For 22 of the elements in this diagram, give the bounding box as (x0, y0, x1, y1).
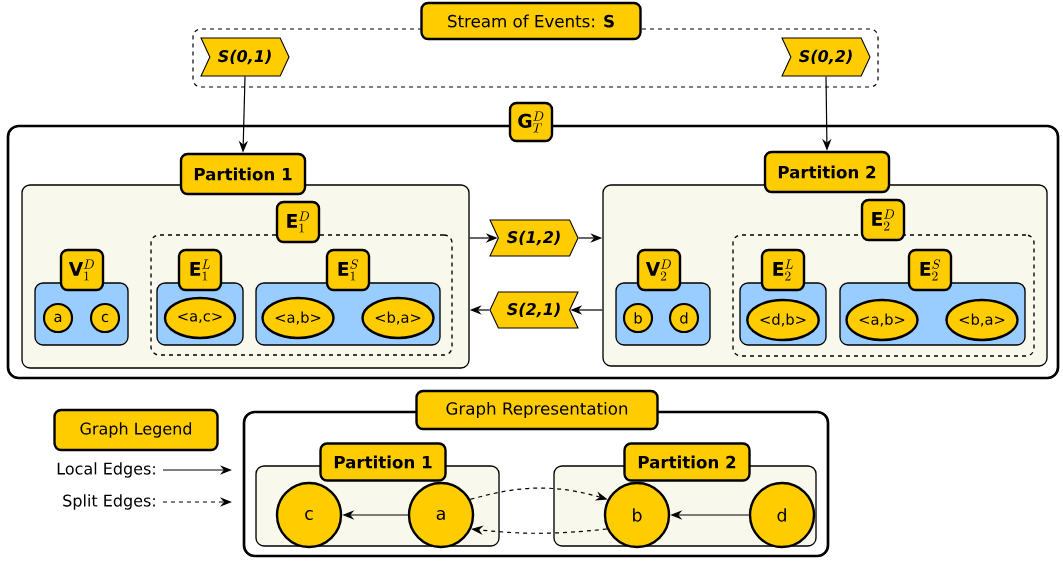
legend-label: Split Edges: (63, 494, 155, 510)
title-label: Partition 1 (319, 442, 447, 482)
title-label: $\mathbf{E}^{S}_{2}$ (907, 248, 953, 292)
title-label: $\mathbf{E}^{S}_{1}$ (325, 248, 371, 292)
event-chevron: S(1,2) (489, 219, 579, 257)
event-chevron: S(2,1) (489, 291, 579, 329)
title-label: $\mathbf{E}^{L}_{2}$ (760, 248, 806, 292)
title-label: Stream of Events: S (420, 1, 642, 41)
title-label: $\mathbf{V}^{D}_{2}$ (636, 248, 682, 292)
legend-title: Graph Legend (53, 408, 219, 452)
title-label: $\mathbf{V}^{D}_{1}$ (59, 248, 105, 292)
event-chevron: S(0,2) (781, 37, 871, 77)
title-label: Partition 2 (623, 442, 751, 482)
title-label: Partition 1 (179, 152, 307, 196)
event-chevron: S(0,1) (200, 37, 290, 77)
title-label: Partition 2 (763, 150, 891, 194)
title-label: $\mathbf{E}^{L}_{1}$ (177, 248, 223, 292)
title-label: Graph Representation (415, 389, 659, 431)
title-label: $\mathbf{E}^{D}_{1}$ (275, 200, 321, 244)
legend-label: Local Edges: (57, 462, 155, 478)
title-label: $\mathbf{G}^{D}_{T}$ (508, 101, 554, 143)
title-label: $\mathbf{E}^{D}_{2}$ (860, 198, 906, 242)
